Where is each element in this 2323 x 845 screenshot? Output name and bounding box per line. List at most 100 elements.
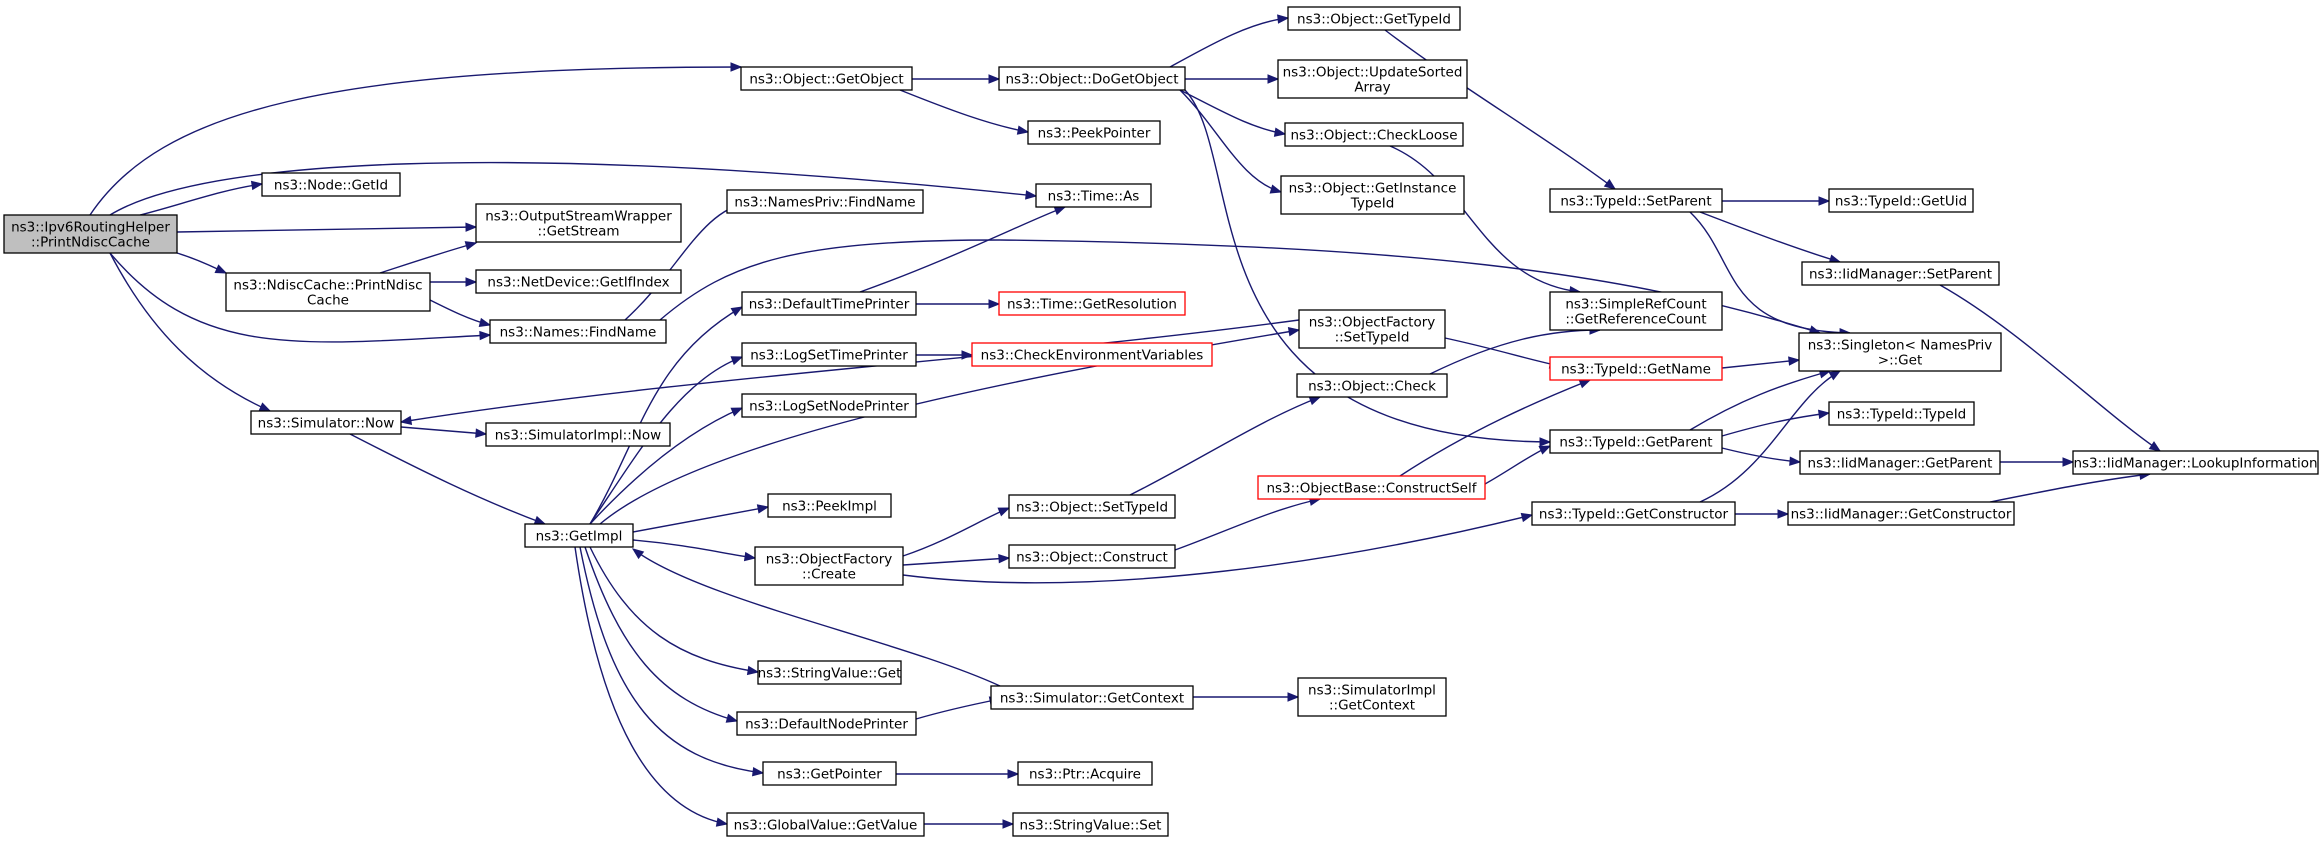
arrowhead-checkloose [1273,127,1287,137]
node-simimplctx[interactable]: ns3::SimulatorImpl::GetContext [1297,677,1447,717]
edge-objconstruct-to-constructself [1174,498,1321,551]
edge-gettypeid-to-setparent [1384,29,1616,190]
arrowhead-getresolution [988,299,1001,309]
node-label: ::PrintNdiscCache [31,235,150,251]
arrowhead-getparent [1538,445,1552,455]
node-lookup[interactable]: ns3::IidManager::LookupInformation [2072,450,2319,475]
node-objsettypeid[interactable]: ns3::Object::SetTypeId [1008,494,1176,519]
node-label: ns3::TypeId::GetUid [1835,194,1967,210]
node-ofcreate[interactable]: ns3::ObjectFactory::Create [754,546,904,586]
node-ofsettypeid[interactable]: ns3::ObjectFactory::SetTypeId [1298,309,1446,349]
edge-dogetobject-to-getinstance [1179,89,1282,193]
node-defnodeprinter[interactable]: ns3::DefaultNodePrinter [736,711,917,736]
node-strget[interactable]: ns3::StringValue::Get [757,660,902,685]
node-getpointer[interactable]: ns3::GetPointer [762,761,897,786]
node-label: ns3::IidManager::GetParent [1808,456,1993,472]
arrowhead-singleton [1788,356,1801,366]
node-label: ::Create [802,567,856,583]
node-ptracquire[interactable]: ns3::Ptr::Acquire [1017,761,1153,786]
node-checkenv[interactable]: ns3::CheckEnvironmentVariables [971,342,1213,367]
node-objcheck[interactable]: ns3::Object::Check [1296,373,1448,398]
edge-constructself-to-getname [1399,379,1591,477]
arrowhead-singleton [1828,370,1842,381]
node-label: ::SetTypeId [1335,330,1410,346]
node-box [524,523,634,548]
arrowhead-dogetobject [988,74,1001,84]
node-label: ns3::Object::GetInstance [1289,181,1457,197]
node-printndisc[interactable]: ns3::NdiscCache::PrintNdiscCache [225,272,431,312]
node-box [971,342,1213,367]
node-label: ns3::ObjectFactory [766,552,893,568]
edge-getname-to-singleton [1721,359,1800,369]
node-getcontext[interactable]: ns3::Simulator::GetContext [990,685,1194,710]
node-iidsetparent[interactable]: ns3::IidManager::SetParent [1801,261,2000,286]
node-label: ns3::NamesPriv::FindName [734,195,915,211]
node-getuid[interactable]: ns3::TypeId::GetUid [1828,188,1974,213]
node-timeas[interactable]: ns3::Time::As [1035,183,1152,208]
node-getparent[interactable]: ns3::TypeId::GetParent [1549,429,1723,454]
node-refcount[interactable]: ns3::SimpleRefCount::GetReferenceCount [1549,291,1723,331]
node-logsetnode[interactable]: ns3::LogSetNodePrinter [741,393,917,418]
arrowhead-strget [746,665,760,676]
node-logsettime[interactable]: ns3::LogSetTimePrinter [741,342,917,367]
edge-getimpl-to-deftimeprinter [589,306,743,525]
node-getname[interactable]: ns3::TypeId::GetName [1549,356,1723,381]
node-namesfind[interactable]: ns3::Names::FindName [489,319,667,344]
node-simnow[interactable]: ns3::Simulator::Now [250,410,402,435]
node-gettypeid[interactable]: ns3::Object::GetTypeId [1287,6,1461,31]
node-setparent[interactable]: ns3::TypeId::SetParent [1549,188,1723,213]
node-peekpointer[interactable]: ns3::PeekPointer [1027,120,1161,145]
node-box [1799,450,2001,475]
node-getobject[interactable]: ns3::Object::GetObject [740,66,913,91]
node-box [261,172,401,197]
edge-dogetobject-to-checkloose [1179,89,1286,135]
node-osw[interactable]: ns3::OutputStreamWrapper::GetStream [475,203,682,243]
node-label: TypeId [1350,196,1395,212]
edge-dogetobject-to-getparent [1184,89,1551,443]
arrowhead-printndisc [214,264,228,274]
arrowhead-getname [1578,379,1592,389]
arrowhead-simnow [399,415,413,426]
edge-getimpl-to-gvgetvalue [574,546,728,825]
node-getifindex[interactable]: ns3::NetDevice::GetIfIndex [475,269,682,294]
node-singleton[interactable]: ns3::Singleton< NamesPriv >::Get [1798,332,2002,372]
edge-dogetobject-to-gettypeid [1169,17,1289,68]
node-root[interactable]: ns3::Ipv6RoutingHelper::PrintNdiscCache [3,214,178,254]
node-getresolution[interactable]: ns3::Time::GetResolution [998,291,1186,316]
node-box [1787,501,2015,526]
node-deftimeprinter[interactable]: ns3::DefaultTimePrinter [741,291,917,316]
node-box [754,546,904,586]
node-gvgetvalue[interactable]: ns3::GlobalValue::GetValue [726,812,925,837]
arrowhead-osw [464,241,478,251]
arrowhead-namesfind [479,330,492,341]
arrowhead-simimplctx [1287,692,1300,702]
node-label: Cache [307,293,349,309]
node-getconstructor[interactable]: ns3::TypeId::GetConstructor [1531,501,1736,526]
node-box [767,493,892,518]
arrowhead-simnow [258,402,272,412]
node-label: ns3::Simulator::GetContext [1000,691,1184,707]
node-iidgetparent[interactable]: ns3::IidManager::GetParent [1799,450,2001,475]
node-peekimpl[interactable]: ns3::PeekImpl [767,493,892,518]
node-label: ns3::PeekPointer [1038,126,1151,142]
node-typeidtypeid[interactable]: ns3::TypeId::TypeId [1828,401,1975,426]
node-getimpl[interactable]: ns3::GetImpl [524,523,634,548]
node-checkloose[interactable]: ns3::Object::CheckLoose [1284,122,1464,147]
node-box [1280,175,1465,215]
node-dogetobject[interactable]: ns3::Object::DoGetObject [998,66,1186,91]
node-label: ns3::DefaultNodePrinter [745,717,908,733]
node-iidgetconstructor[interactable]: ns3::IidManager::GetConstructor [1787,501,2015,526]
node-strset[interactable]: ns3::StringValue::Set [1012,812,1169,837]
node-nodegetid[interactable]: ns3::Node::GetId [261,172,401,197]
node-objconstruct[interactable]: ns3::Object::Construct [1008,544,1176,569]
node-box [489,319,667,344]
edge-ofcreate-to-getconstructor [902,514,1533,584]
node-box [757,660,902,685]
node-box [1531,501,1736,526]
node-simimplnow[interactable]: ns3::SimulatorImpl::Now [485,422,671,447]
node-namesprivfind[interactable]: ns3::NamesPriv::FindName [726,189,924,214]
node-constructself[interactable]: ns3::ObjectBase::ConstructSelf [1257,475,1486,500]
edge-simnow-to-getimpl [349,433,546,525]
